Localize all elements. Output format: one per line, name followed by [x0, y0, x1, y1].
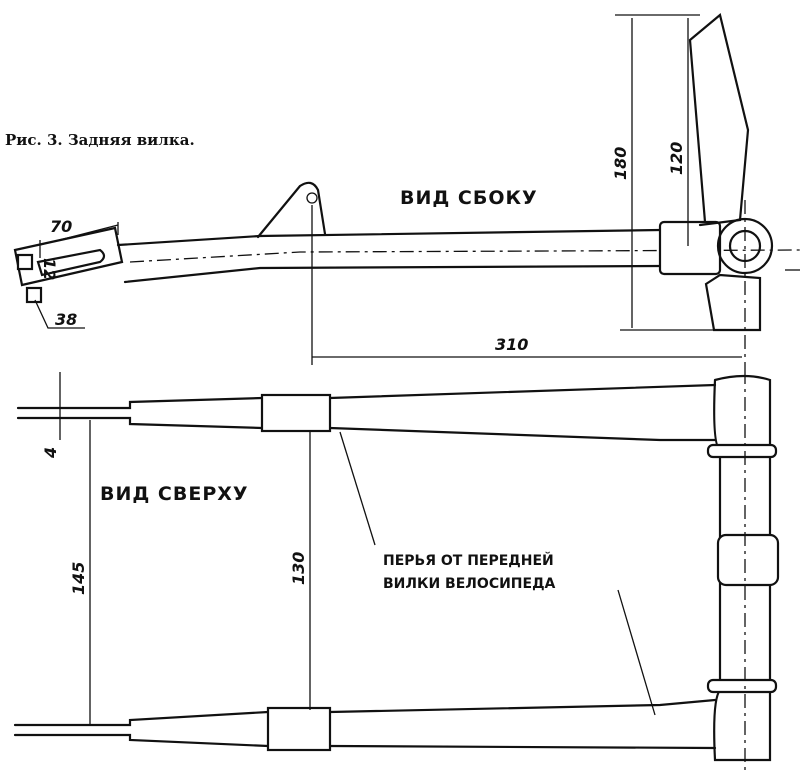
dim-4: 4	[41, 447, 60, 459]
lower-bracket	[266, 706, 332, 752]
side-view: 12 70 38 180 120 310 ВИД СБОКУ	[13, 13, 800, 370]
cross-ring-bottom	[706, 678, 778, 694]
cross-ring-top	[706, 443, 778, 459]
seat-tube-plate	[688, 13, 750, 227]
note-line-2: ВИЛКИ ВЕЛОСИПЕДА	[383, 576, 556, 592]
hinge-sleeve	[658, 220, 722, 276]
top-view-label: ВИД СВЕРХУ	[100, 483, 249, 505]
side-view-label: ВИД СБОКУ	[400, 187, 538, 209]
dim-line-70	[39, 222, 119, 258]
dropout-tab-bottom	[25, 286, 43, 304]
dim-310: 310	[495, 335, 528, 354]
dropout-tab-top	[16, 253, 34, 271]
upper-stay	[16, 383, 717, 442]
dim-12: 12	[40, 258, 59, 280]
dim-70: 70	[50, 217, 72, 236]
cross-tube	[713, 374, 772, 762]
lower-lug	[704, 273, 762, 332]
dim-180: 180	[611, 147, 630, 180]
bracket-hole	[306, 192, 318, 204]
leader-line-lower	[617, 589, 656, 716]
dim-145: 145	[69, 562, 88, 595]
stay-top-edge	[116, 228, 662, 247]
figure-caption: Рис. 3. Задняя вилка.	[5, 131, 195, 149]
dim-120: 120	[667, 142, 686, 175]
axle-slot	[36, 248, 106, 277]
dropout-plate	[13, 226, 124, 287]
center-lug	[716, 533, 780, 587]
dim-130: 130	[289, 552, 308, 585]
upper-bracket	[260, 393, 332, 433]
leader-line-upper	[339, 431, 376, 546]
dim-38: 38	[55, 310, 77, 329]
brake-bracket	[256, 181, 327, 239]
top-view: 4 145 130 ВИД СВЕРХУ ПЕРЬЯ ОТ ПЕРЕДНЕЙ В…	[13, 370, 780, 770]
stay-bottom-edge	[123, 264, 662, 284]
dim-leader-38	[34, 299, 85, 329]
lower-stay	[13, 698, 717, 750]
note-line-1: ПЕРЬЯ ОТ ПЕРЕДНЕЙ	[383, 552, 554, 569]
stay-centerline	[129, 249, 800, 263]
